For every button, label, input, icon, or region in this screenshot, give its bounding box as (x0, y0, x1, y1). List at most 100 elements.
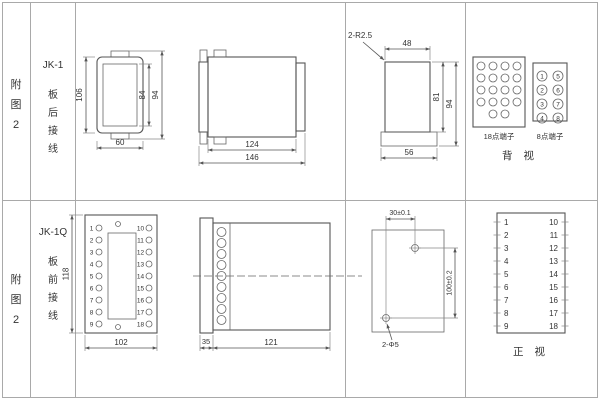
terminal-number: 8 (556, 115, 560, 122)
wiring-char: 接 (48, 291, 58, 304)
terminal-number: 17 (549, 309, 558, 318)
terminal-number: 15 (137, 285, 145, 292)
terminal-number: 7 (90, 297, 94, 304)
terminal-number: 4 (504, 257, 509, 266)
dim-121: 121 (264, 338, 278, 347)
terminal-number: 14 (137, 273, 145, 280)
back-view-label: 背 视 (502, 149, 538, 162)
terminal-number: 2 (540, 87, 544, 94)
terminal-number: 13 (137, 261, 145, 268)
terminal-number: 15 (549, 283, 558, 292)
terminal-number: 4 (90, 261, 94, 268)
dim-94: 94 (445, 99, 454, 108)
front-left-terminal-circles (95, 224, 103, 328)
terminal-18-label: 18点端子 (484, 131, 515, 141)
fig-label-char: 附 (11, 77, 22, 91)
terminal-number: 6 (504, 283, 509, 292)
dim-118: 118 (62, 267, 71, 280)
terminal-number: 3 (540, 101, 544, 108)
top-row-labels: 附 图 2 JK-1 板 后 接 线 (11, 60, 64, 155)
dim-radius: 2-R2.5 (348, 31, 373, 40)
terminal-list-right-numbers: 10 11 12 13 14 15 16 17 18 (549, 218, 558, 331)
terminal-number: 10 (137, 225, 145, 232)
terminal-number: 11 (550, 231, 559, 240)
terminal-8-label: 8点端子 (537, 131, 564, 141)
terminal-number: 13 (549, 257, 558, 266)
bottom-row-labels: 附 图 2 JK-1Q 板 前 接 线 (11, 227, 68, 326)
fig-label-char: 附 (11, 272, 22, 286)
dim-102: 102 (114, 338, 128, 347)
terminal-number: 6 (90, 285, 94, 292)
front-right-terminal-circles (145, 224, 153, 328)
terminal-number: 18 (549, 322, 558, 331)
terminal-list-left-numbers: 1 2 3 4 5 6 7 8 9 (504, 218, 509, 331)
dim-84: 84 (138, 90, 147, 99)
front-left-terminal-numbers: 1 2 3 4 5 6 7 8 9 (90, 225, 94, 328)
terminal-number: 2 (90, 237, 94, 244)
terminal-number: 1 (540, 73, 544, 80)
terminal-8-circles: 1 5 2 6 3 7 4 8 (536, 70, 564, 124)
top-panel-cutout: 48 2-R2.5 81 94 56 (348, 31, 459, 161)
terminal-number: 12 (549, 244, 558, 253)
terminal-number: 17 (137, 309, 145, 316)
front-view-label: 正 视 (513, 345, 549, 358)
dim-124: 124 (245, 140, 259, 149)
terminal-number: 5 (556, 73, 560, 80)
top-side-view: 124 146 (198, 49, 306, 166)
bottom-terminal-list: 1 2 3 4 5 6 7 8 9 10 11 12 13 14 15 16 1… (493, 212, 569, 358)
wiring-char: 板 (48, 88, 58, 101)
terminal-number: 10 (549, 218, 558, 227)
terminal-number: 8 (90, 309, 94, 316)
terminal-number: 16 (549, 296, 558, 305)
terminal-number: 18 (137, 321, 145, 328)
terminal-number: 3 (90, 249, 94, 256)
dim-35: 35 (202, 337, 210, 346)
dim-94: 94 (151, 90, 160, 99)
wiring-char: 前 (48, 273, 58, 286)
wiring-char: 接 (48, 124, 58, 137)
terminal-number: 9 (504, 322, 509, 331)
terminal-number: 12 (137, 249, 145, 256)
fig-label-char: 图 (11, 98, 22, 111)
terminal-list-ticks (493, 221, 569, 327)
terminal-number: 16 (137, 297, 145, 304)
fig-label-char: 2 (13, 119, 19, 131)
dim-100: 100±0.2 (447, 270, 454, 295)
dim-81: 81 (432, 92, 441, 101)
terminal-number: 2 (504, 231, 509, 240)
bottom-drilling-plan: 30±0.1 100±0.2 2-Φ5 (371, 210, 458, 349)
side-terminal-circles (216, 227, 227, 325)
terminal-18-circles (476, 61, 522, 119)
top-terminal-blocks: 1 5 2 6 3 7 4 8 18点端子 8点端子 背 视 (472, 56, 568, 162)
terminal-number: 14 (549, 270, 558, 279)
model-label: JK-1Q (39, 227, 68, 238)
dim-60: 60 (116, 138, 125, 147)
terminal-number: 3 (504, 244, 509, 253)
terminal-number: 7 (504, 296, 509, 305)
terminal-number: 11 (137, 237, 144, 244)
terminal-number: 7 (556, 101, 560, 108)
terminal-number: 1 (90, 225, 94, 232)
terminal-number: 4 (540, 115, 544, 122)
terminal-number: 9 (90, 321, 94, 328)
bottom-front-view: 1 2 3 4 5 6 7 8 9 10 11 12 13 14 15 16 1… (62, 214, 158, 351)
dim-146: 146 (245, 153, 259, 162)
fig-label-char: 图 (11, 293, 22, 306)
wiring-char: 后 (48, 107, 58, 119)
front-right-terminal-numbers: 10 11 12 13 14 15 16 17 18 (137, 225, 145, 328)
fig-label-char: 2 (13, 314, 19, 326)
terminal-number: 8 (504, 309, 509, 318)
dim-holes: 2-Φ5 (382, 340, 399, 349)
terminal-number: 5 (90, 273, 94, 280)
dim-30: 30±0.1 (389, 210, 410, 217)
model-label: JK-1 (43, 60, 64, 71)
dim-106: 106 (75, 88, 84, 102)
wiring-char: 板 (48, 255, 58, 268)
terminal-number: 1 (504, 218, 509, 227)
wiring-char: 线 (48, 309, 58, 322)
terminal-number: 5 (504, 270, 509, 279)
bottom-side-view: 35 121 (193, 217, 362, 351)
dim-48: 48 (403, 39, 412, 48)
